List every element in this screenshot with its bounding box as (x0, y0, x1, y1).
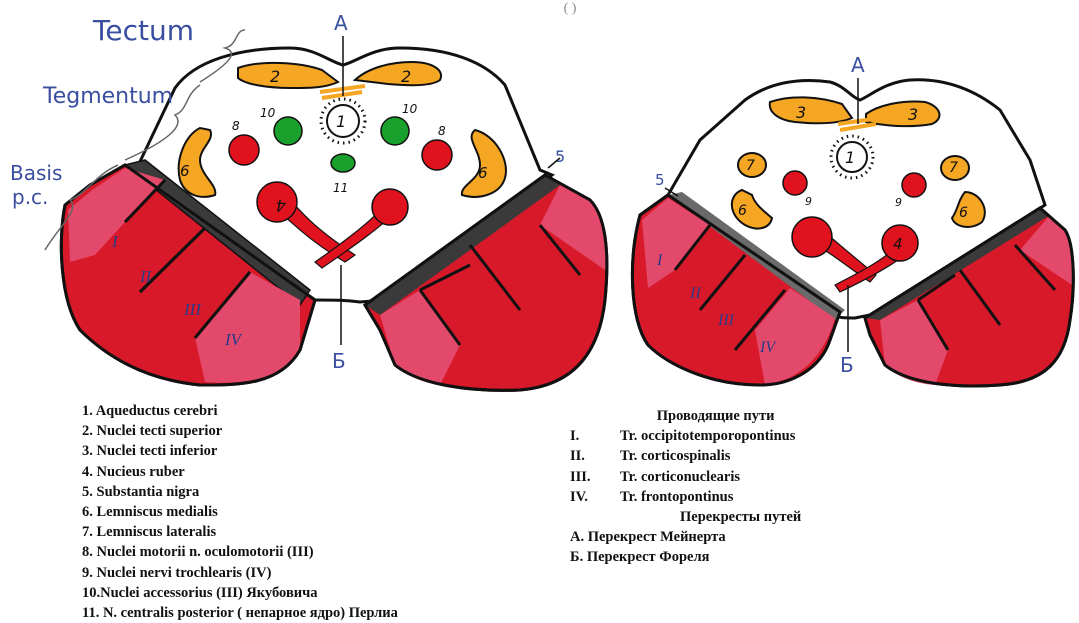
marker-a-left: A (334, 11, 348, 35)
pathway-label: Tr. occipitotemporopontinus (620, 426, 795, 446)
label-6-c: 6 (738, 203, 747, 219)
decussations-heading: Перекресты путей (570, 507, 801, 527)
label-1-b: 1 (845, 148, 855, 167)
legend-item: 1. Aqueductus cerebri (82, 401, 398, 421)
label-2-a: 2 (270, 67, 280, 86)
label-5-a: 5 (555, 147, 565, 166)
basis-label: Basis (10, 161, 62, 185)
label-6-b: 6 (478, 164, 488, 182)
trochlear-nucleus-b (902, 173, 926, 197)
accessory-nucleus-left-a (274, 117, 302, 145)
decussation-item: Б. Перекрест Фореля (570, 547, 801, 567)
pathway-row: IV. Tr. frontopontinus (570, 487, 801, 507)
label-6-d: 6 (959, 205, 968, 221)
tract-label-ii-b: II (689, 285, 701, 302)
tract-label-iv-a: IV (224, 330, 244, 349)
basis-pc-label: p.c. (12, 185, 48, 209)
midbrain-diagram: ( ) (0, 0, 1079, 400)
pathway-row: III. Tr. corticonuclearis (570, 467, 801, 487)
tegmentum-label: Tegmentum (42, 84, 173, 109)
legend-item: 6. Lemniscus medialis (82, 502, 398, 522)
label-8-a: 8 (232, 119, 240, 133)
pathway-key: I. (570, 426, 620, 446)
tract-label-i-b: I (656, 252, 663, 269)
tract-label-iii-a: III (183, 300, 202, 319)
marker-b-right: Б (840, 353, 854, 377)
legend-item: 3. Nuclei tecti inferior (82, 441, 398, 461)
upper-midbrain-section: 2 2 1 10 10 11 8 8 6 6 4 A Б 5 (61, 11, 607, 390)
oculomotor-nucleus-left-a (229, 135, 259, 165)
pathway-key: IV. (570, 487, 620, 507)
label-2-b: 2 (401, 67, 411, 86)
label-7-a: 7 (746, 158, 755, 174)
pathway-label: Tr. frontopontinus (620, 487, 733, 507)
marker-a-right: A (851, 53, 865, 77)
pathway-label: Tr. corticonuclearis (620, 467, 740, 487)
pathway-key: III. (570, 467, 620, 487)
trochlear-nucleus-a (783, 171, 807, 195)
label-4-b: 4 (893, 235, 903, 253)
label-3-b: 3 (908, 105, 918, 124)
marker-b-left: Б (332, 349, 346, 373)
label-5-b: 5 (655, 171, 665, 189)
legend-item: 5. Substantia nigra (82, 482, 398, 502)
accessory-nucleus-left-b (381, 117, 409, 145)
label-8-b: 8 (438, 124, 446, 138)
label-4-a: 4 (276, 196, 286, 215)
tectum-label: Tectum (92, 14, 194, 47)
structures-legend: 1. Aqueductus cerebri 2. Nuclei tecti su… (82, 401, 398, 623)
legend-item: 9. Nuclei nervi trochlearis (IV) (82, 563, 398, 583)
label-7-b: 7 (949, 160, 958, 176)
oculomotor-nucleus-left-b (422, 140, 452, 170)
pathways-heading: Проводящие пути (570, 406, 801, 426)
pathway-label: Tr. corticospinalis (620, 446, 730, 466)
label-1-a: 1 (336, 112, 346, 131)
pathway-row: II. Tr. corticospinalis (570, 446, 801, 466)
legend-item: 10.Nuclei accessorius (III) Якубовича (82, 583, 398, 603)
label-6-a: 6 (180, 162, 190, 180)
decussation-item: А. Перекрест Мейнерта (570, 527, 801, 547)
red-nucleus-left-b (372, 189, 408, 225)
label-10-b: 10 (402, 102, 418, 116)
label-3-a: 3 (796, 103, 806, 122)
lower-midbrain-section: 3 3 1 7 7 6 6 9 9 4 A Б 5 I II (632, 53, 1073, 386)
legend-item: 2. Nuclei tecti superior (82, 421, 398, 441)
legend-item: 7. Lemniscus lateralis (82, 522, 398, 542)
top-fragment: ( ) (564, 1, 577, 16)
label-11: 11 (333, 181, 348, 195)
legend-item: 8. Nuclei motorii n. oculomotorii (III) (82, 542, 398, 562)
tract-label-iii-b: III (717, 312, 735, 329)
perlia-nucleus (331, 154, 355, 172)
pathways-legend: Проводящие пути I. Tr. occipitotemporopo… (570, 406, 801, 568)
legend-item: 11. N. centralis posterior ( непарное яд… (82, 603, 398, 623)
tract-label-iv-b: IV (759, 339, 777, 356)
red-nucleus-right-a (792, 217, 832, 257)
tract-label-ii-a: II (139, 267, 153, 286)
label-9-b: 9 (895, 196, 902, 209)
legend-item: 4. Nucieus ruber (82, 462, 398, 482)
pathway-row: I. Tr. occipitotemporopontinus (570, 426, 801, 446)
label-9-a: 9 (805, 195, 812, 208)
pathway-key: II. (570, 446, 620, 466)
label-10-a: 10 (260, 106, 276, 120)
